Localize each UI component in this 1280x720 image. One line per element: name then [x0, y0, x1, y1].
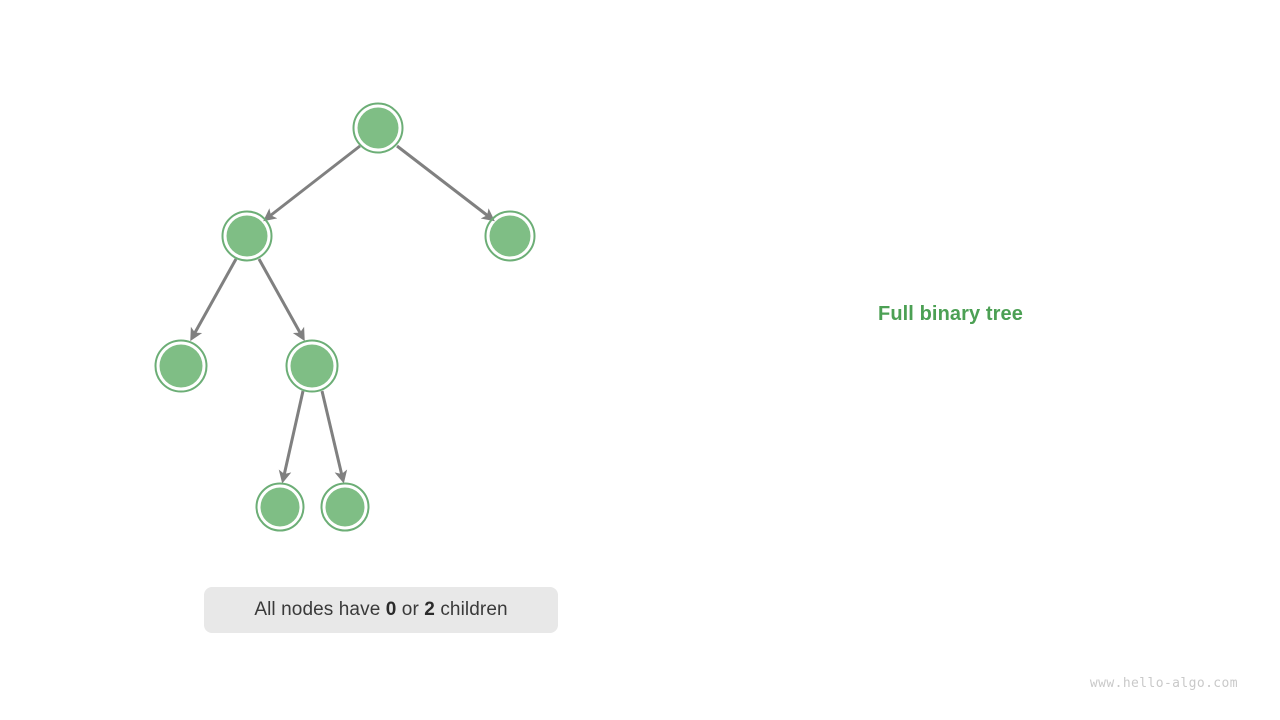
node-fill [489, 215, 531, 257]
tree-node-left-left[interactable] [154, 339, 208, 393]
edge-leftright-to-child-right [320, 390, 348, 484]
node-fill [290, 344, 334, 388]
edge-root-to-left [263, 144, 361, 222]
tree-node-left-right[interactable] [285, 339, 339, 393]
caption-text: All nodes have 0 or 2 children [254, 599, 507, 621]
tree-node-leaf-left[interactable] [255, 482, 305, 532]
node-fill [260, 487, 300, 527]
edge-leftright-to-child-left [278, 390, 305, 484]
tree-nodes [154, 102, 536, 532]
node-ring [221, 210, 273, 262]
diagram-title: Full binary tree [878, 303, 1023, 325]
caption-bold-zero: 0 [385, 599, 397, 620]
caption-bold-two: 2 [424, 599, 435, 620]
edge-left-to-leftleft [190, 258, 238, 342]
node-ring [285, 339, 339, 393]
edge-root-to-right [396, 144, 495, 222]
tree-edges [190, 144, 495, 484]
node-fill [159, 344, 203, 388]
node-ring [255, 482, 305, 532]
caption-middle: or [396, 599, 425, 620]
caption-prefix: All nodes have [254, 599, 386, 620]
caption-suffix: children [434, 599, 508, 620]
node-ring [154, 339, 208, 393]
node-fill [357, 107, 399, 149]
tree-node-leaf-right[interactable] [320, 482, 370, 532]
node-ring [320, 482, 370, 532]
edge-left-to-leftright [257, 258, 305, 342]
node-ring [352, 102, 404, 154]
caption-box: All nodes have 0 or 2 children [204, 587, 558, 633]
node-fill [226, 215, 268, 257]
watermark: www.hello-algo.com [1089, 676, 1238, 691]
node-fill [325, 487, 365, 527]
tree-node-root[interactable] [352, 102, 404, 154]
tree-node-right[interactable] [484, 210, 536, 262]
tree-node-left[interactable] [221, 210, 273, 262]
node-ring [484, 210, 536, 262]
